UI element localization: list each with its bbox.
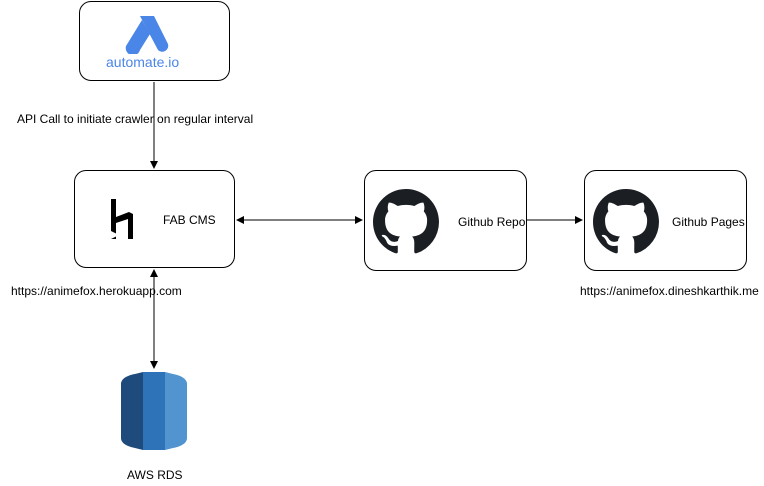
github-pages-node: Github Pages — [584, 170, 747, 271]
automate-node: automate.io — [79, 1, 230, 81]
github-icon — [373, 189, 439, 254]
automate-logo-text: automate.io — [106, 54, 180, 70]
github-icon — [593, 189, 659, 254]
aws-rds-icon — [121, 372, 187, 450]
github-pages-label: Github Pages — [672, 215, 745, 229]
github-repo-node: Github Repo — [364, 170, 527, 271]
fab-cms-node: FAB CMS — [74, 170, 235, 268]
fab-cms-label: FAB CMS — [163, 213, 216, 227]
automate-logo-icon — [125, 16, 169, 54]
heroku-logo-icon — [111, 199, 133, 239]
edge-label-api-call: API Call to initiate crawler on regular … — [17, 112, 254, 126]
aws-rds-label: AWS RDS — [127, 468, 183, 482]
github-pages-url: https://animefox.dineshkarthik.me — [580, 284, 759, 298]
fab-cms-url: https://animefox.herokuapp.com — [11, 284, 182, 298]
github-repo-label: Github Repo — [458, 215, 526, 229]
